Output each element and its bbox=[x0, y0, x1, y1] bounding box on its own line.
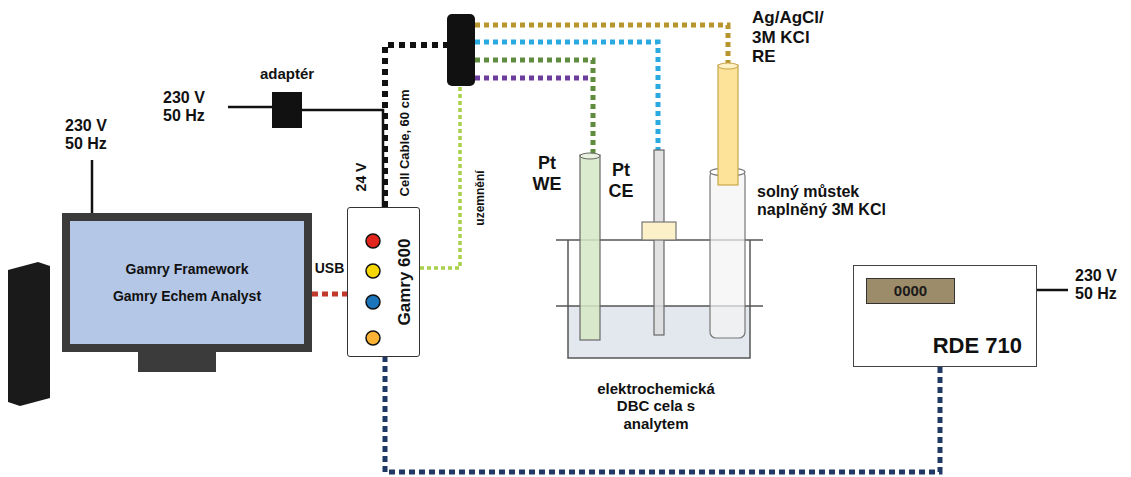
power-cable bbox=[302, 110, 383, 207]
electrode-holder bbox=[642, 222, 676, 240]
cell-label: elektrochemická DBC cela s analytem bbox=[584, 380, 728, 432]
rotator-box: RDE 710 0000 bbox=[853, 265, 1037, 367]
device-name: Gamry 600 bbox=[395, 239, 415, 326]
electrode-label: Pt CE bbox=[602, 160, 640, 201]
display-value: 0000 bbox=[867, 282, 954, 299]
device-name: RDE 710 bbox=[933, 333, 1022, 358]
working-electrode bbox=[580, 155, 600, 340]
usb-cable bbox=[312, 292, 347, 297]
potentiostat-box: Gamry 600 bbox=[347, 207, 420, 357]
ground-wire bbox=[420, 86, 460, 268]
bridge-label: solný můstek naplněný 3M KCl bbox=[757, 183, 917, 220]
control-cable bbox=[385, 357, 940, 472]
power-cord bbox=[91, 160, 94, 213]
jack-orange bbox=[366, 331, 380, 345]
salt-bridge bbox=[710, 170, 745, 338]
electrode-top bbox=[718, 63, 738, 69]
power-adapter: adaptér bbox=[272, 92, 302, 128]
power-cord bbox=[1037, 289, 1068, 292]
adapter-label: adaptér bbox=[260, 65, 314, 82]
cable-label: Cell Cable, 60 cm bbox=[398, 90, 413, 197]
power-label: 230 V 50 Hz bbox=[1075, 267, 1131, 304]
gamry-body bbox=[347, 207, 420, 357]
counter-electrode bbox=[654, 150, 664, 335]
software-name: Gamry Framework bbox=[70, 261, 304, 277]
electrode-top bbox=[580, 153, 600, 159]
reference-electrode bbox=[718, 65, 738, 185]
power-label: 230 V 50 Hz bbox=[65, 117, 127, 154]
monitor-stand bbox=[138, 350, 216, 372]
edge-label: 24 V bbox=[353, 163, 369, 192]
jack-blue bbox=[366, 295, 380, 309]
electrode-label: Pt WE bbox=[528, 153, 566, 194]
cell-cable bbox=[385, 45, 447, 207]
power-cord bbox=[228, 106, 272, 109]
sense-wire bbox=[475, 76, 590, 81]
edge-label: USB bbox=[315, 260, 345, 276]
electrode-label: Ag/AgCl/ 3M KCl RE bbox=[752, 8, 834, 67]
monitor-screen: Gamry FrameworkGamry Echem Analyst bbox=[62, 213, 312, 352]
ground-label: uzemnění bbox=[474, 170, 488, 225]
jack-red bbox=[366, 234, 380, 248]
pc-tower bbox=[8, 262, 50, 406]
we-wire bbox=[475, 60, 593, 155]
rotator-display: 0000 bbox=[866, 278, 955, 304]
power-label: 230 V 50 Hz bbox=[163, 89, 225, 126]
software-name: Gamry Echem Analyst bbox=[70, 288, 304, 304]
jack-yellow bbox=[366, 264, 380, 278]
cell-connector bbox=[447, 14, 475, 86]
